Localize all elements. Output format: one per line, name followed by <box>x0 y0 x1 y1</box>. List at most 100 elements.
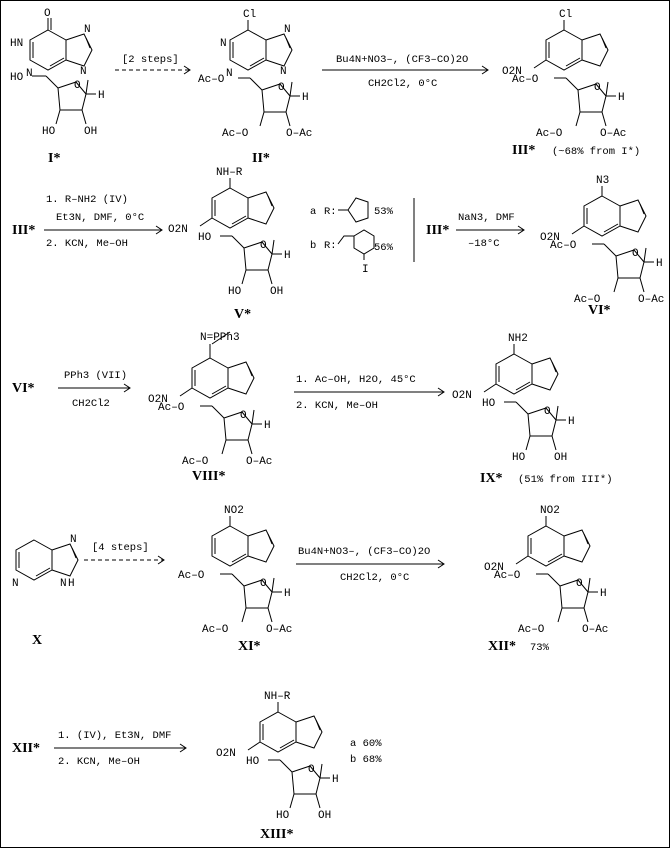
atom-label: Ac–O <box>222 128 249 140</box>
arrow-step-4: NaN3, DMF –18°C <box>456 212 525 250</box>
atom-label: Ac–O <box>512 74 539 86</box>
yield-text: (51% from III*) <box>518 474 613 486</box>
atom-label: O <box>240 410 247 422</box>
atom-label: HN <box>10 38 23 50</box>
reactant-label: VI* <box>12 381 35 396</box>
atom-label: O–Ac <box>266 624 292 636</box>
atom-label: HO <box>228 286 242 298</box>
compound-label: II* <box>252 151 270 166</box>
atom-label: H <box>332 774 339 786</box>
benzene-ring <box>353 229 375 255</box>
atom-label: NH–R <box>216 167 243 179</box>
r-group-text: R: <box>324 206 337 218</box>
arrow-step-5: PPh3 (VII) CH2Cl2 <box>58 370 131 410</box>
atom-label: O–Ac <box>286 128 312 140</box>
atom-label: HO <box>276 810 290 822</box>
atom-label: N <box>284 24 291 36</box>
step-condition: CH2Cl2, 0°C <box>368 78 437 90</box>
atom-label: Ac–O <box>574 294 601 306</box>
reactant-label: III* <box>12 223 35 238</box>
atom-label: NO2 <box>224 505 244 517</box>
r-group-key: b <box>310 240 316 252</box>
atom-label: Ac–O <box>518 624 545 636</box>
atom-label: N <box>226 68 233 80</box>
yield-text: a 60% <box>350 738 382 750</box>
atom-label: HO <box>512 452 526 464</box>
atom-label: HO <box>10 72 24 84</box>
r-group-key: a <box>310 206 316 218</box>
compound-label: I* <box>48 151 60 166</box>
atom-label: NO2 <box>540 505 560 517</box>
atom-label: O–Ac <box>600 128 626 140</box>
compound-V: NH–R O2N O HO HO OH H V* <box>168 167 291 322</box>
atom-label: O <box>594 82 601 94</box>
atom-label: N <box>26 68 33 80</box>
atom-label: Ac–O <box>550 240 577 252</box>
step-condition: PPh3 (VII) <box>64 370 127 382</box>
atom-label: HO <box>198 232 212 244</box>
arrow-step-7: [4 steps] <box>84 542 165 565</box>
atom-label: O <box>632 248 639 260</box>
step-condition: 2. KCN, Me–OH <box>296 400 378 412</box>
compound-II: Cl N N N N O Ac–O Ac–O O–Ac H II* <box>198 9 312 166</box>
compound-XIII: NH–R O2N O HO HO OH H XIII* <box>216 691 339 842</box>
compound-I: O HN N N N O HO HO OH H I* <box>10 8 105 166</box>
atom-label: H <box>284 250 291 262</box>
compound-label: IX* <box>480 471 503 486</box>
atom-label: Ac–O <box>536 128 563 140</box>
atom-label: N <box>280 66 287 78</box>
step-condition: Et3N, DMF, 0°C <box>56 212 144 224</box>
cyclopentyl-ring <box>347 197 369 223</box>
compound-X: N N N H X <box>12 534 79 648</box>
r-group-a: a R: 53% <box>310 197 394 223</box>
step-condition: 2. KCN, Me–OH <box>58 756 140 768</box>
atom-label: HO <box>482 398 496 410</box>
atom-label: I <box>362 264 369 276</box>
compound-label: XI* <box>238 639 261 654</box>
r-group-text: R: <box>324 240 337 252</box>
compound-label: VIII* <box>192 469 225 484</box>
yield-text: 73% <box>530 642 550 654</box>
atom-label: O–Ac <box>246 456 272 468</box>
atom-label: O <box>44 8 51 20</box>
compound-VIII: N=PPh3 O2N O Ac–O Ac–O O–Ac H VIII* <box>148 331 272 484</box>
atom-label: N <box>220 38 227 50</box>
atom-label: O <box>576 578 583 590</box>
compound-XI: NO2 O Ac–O Ac–O O–Ac H XI* <box>178 505 292 654</box>
yield-text: 53% <box>374 206 394 218</box>
atom-label: O <box>260 578 267 590</box>
atom-label: Cl <box>243 9 256 21</box>
compound-XII: NO2 O2N O Ac–O Ac–O O–Ac H XII* 73% <box>484 505 608 654</box>
atom-label: O <box>278 82 285 94</box>
yield-text: 56% <box>374 242 394 254</box>
arrow-step-2: Bu4N+NO3–, (CF3–CO)2O CH2Cl2, 0°C <box>322 54 489 90</box>
step-condition: –18°C <box>468 238 500 250</box>
atom-label: O2N <box>452 390 472 402</box>
atom-label: OH <box>318 810 331 822</box>
atom-label: Ac–O <box>202 624 229 636</box>
compound-label: X <box>32 633 42 648</box>
atom-label: N <box>80 66 87 78</box>
atom-label: O2N <box>168 224 188 236</box>
atom-label: N <box>60 578 67 590</box>
compound-label: V* <box>234 307 251 322</box>
step-condition: Bu4N+NO3–, (CF3–CO)2O <box>336 54 468 66</box>
atom-label: NH–R <box>264 691 291 703</box>
atom-label: O <box>544 406 551 418</box>
atom-label: O2N <box>216 748 236 760</box>
atom-label: H <box>302 92 309 104</box>
atom-label: OH <box>554 452 567 464</box>
step-condition: 2. KCN, Me–OH <box>46 238 128 250</box>
atom-label: H <box>284 588 291 600</box>
atom-label: HO <box>42 126 56 138</box>
atom-label: O2N <box>502 66 522 78</box>
atom-label: O <box>260 240 267 252</box>
reactant-label: III* <box>426 223 449 238</box>
atom-label: H <box>656 258 663 270</box>
step-condition: CH2Cl2, 0°C <box>340 572 409 584</box>
atom-label: N=PPh3 <box>200 332 240 344</box>
atom-label: H <box>600 588 607 600</box>
atom-label: O <box>308 764 315 776</box>
step-condition: 1. (IV), Et3N, DMF <box>58 730 171 742</box>
